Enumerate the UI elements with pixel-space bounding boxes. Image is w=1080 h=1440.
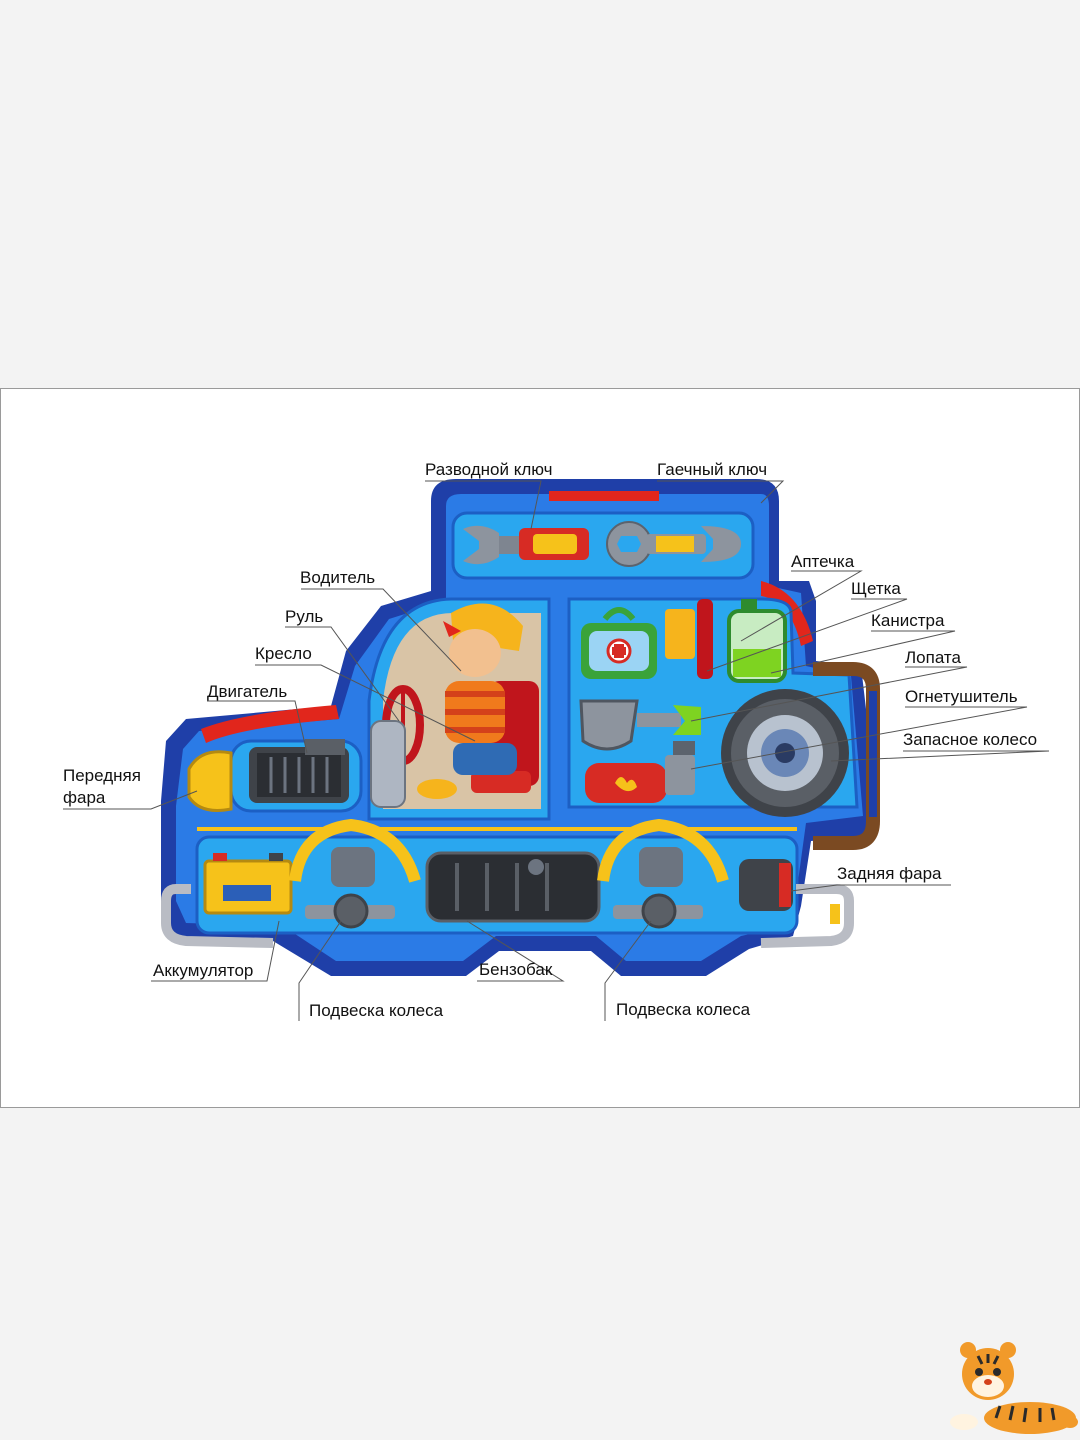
headlight-icon — [187, 750, 233, 812]
product-panel: Разводной ключ Гаечный ключ Водитель Апт… — [0, 388, 1080, 1108]
spanner-icon — [606, 521, 741, 567]
label-fuel-tank: Бензобак — [479, 960, 553, 979]
adjustable-wrench-icon — [463, 525, 589, 565]
leader-lines — [63, 480, 1050, 1021]
label-spare-wheel: Запасное колесо — [903, 730, 1038, 749]
label-shovel: Лопата — [905, 648, 961, 667]
label-suspension-rear: Подвеска колеса — [616, 1000, 751, 1019]
brush-icon — [665, 599, 713, 679]
rear-panel-stripe — [869, 691, 877, 817]
label-steering-wheel: Руль — [285, 607, 324, 626]
label-tail-light: Задняя фара — [837, 864, 942, 883]
fire-extinguisher-icon — [585, 741, 695, 803]
roof-red-light — [549, 491, 659, 501]
front-red-stripe — [201, 705, 339, 743]
first-aid-kit-icon — [581, 607, 657, 679]
engine-icon — [249, 739, 349, 803]
chassis-stripe-yellow — [197, 827, 797, 831]
front-bumper — [161, 884, 274, 948]
label-engine: Двигатель — [207, 682, 288, 701]
label-seat: Кресло — [255, 644, 312, 663]
label-spanner: Гаечный ключ — [657, 460, 768, 479]
label-battery: Аккумулятор — [153, 961, 254, 980]
canister-icon — [727, 599, 787, 683]
battery-icon — [203, 853, 293, 915]
label-headlight-line1: Передняя — [63, 766, 141, 785]
label-driver: Водитель — [300, 568, 376, 587]
label-first-aid: Аптечка — [791, 552, 855, 571]
driver-boy-icon — [417, 603, 523, 799]
label-adjustable-wrench: Разводной ключ — [425, 460, 553, 479]
rear-bumper — [760, 884, 854, 948]
label-canister: Канистра — [871, 611, 945, 630]
label-brush: Щетка — [851, 579, 901, 598]
label-headlight-line2: фара — [63, 788, 106, 807]
rear-bumper-light — [830, 904, 840, 924]
label-suspension-front: Подвеска колеса — [309, 1001, 444, 1020]
tail-light-icon — [739, 859, 793, 911]
fuel-tank-icon — [425, 851, 601, 923]
suspension-icon — [289, 818, 421, 929]
shovel-icon — [579, 699, 701, 751]
spare-wheel-icon — [721, 689, 849, 817]
label-extinguisher: Огнетушитель — [905, 687, 1018, 706]
suspension-icon — [597, 818, 729, 929]
busy-board-car-illustration — [63, 479, 1050, 1021]
tiger-logo-icon — [950, 1342, 1078, 1434]
rear-red-stripe — [761, 581, 813, 646]
pedal-console — [370, 720, 406, 808]
